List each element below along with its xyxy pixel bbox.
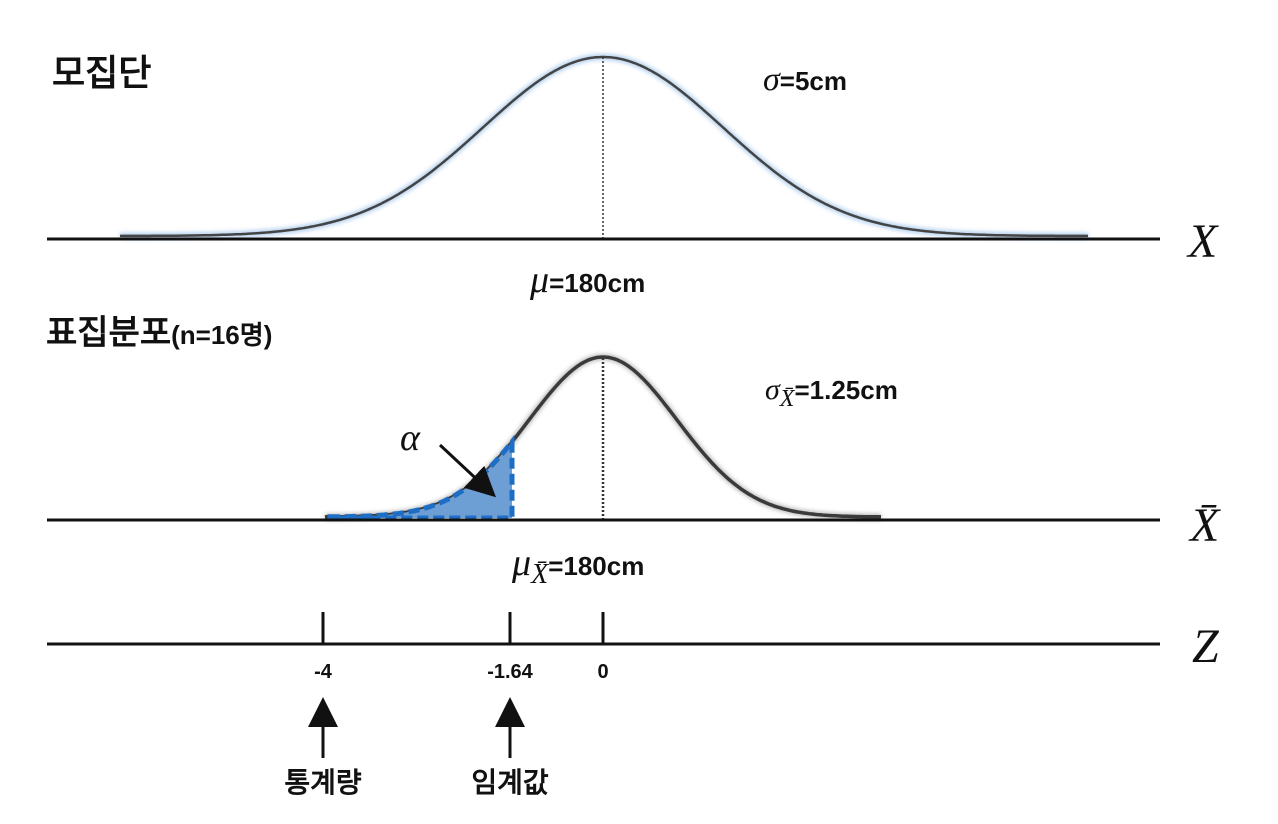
sigma-value: =1.25cm	[794, 375, 897, 405]
population-curve-glow	[120, 54, 1088, 239]
z-axis-label: Z	[1192, 620, 1220, 673]
sampling-title: 표집분포(n=16명)	[46, 313, 272, 353]
population-axis-label: X	[1186, 215, 1219, 268]
sampling-title-suffix: (n=16명)	[171, 320, 272, 350]
population-sigma-label: σ=5cm	[763, 61, 847, 98]
sampling-title-main: 표집분포	[46, 313, 171, 353]
sigma-subscript: X̄	[779, 386, 796, 412]
population-title: 모집단	[52, 53, 151, 94]
population-mu-label: μ=180cm	[529, 259, 645, 301]
mu-symbol: μ	[511, 542, 531, 584]
z-tick-label: 0	[597, 661, 608, 683]
alpha-label: α	[400, 417, 421, 459]
mu-value: =180cm	[549, 268, 645, 298]
sampling-axis-label: X̄	[1188, 499, 1221, 552]
mu-symbol: μ	[529, 259, 549, 301]
z-axis-ticks: -4 -1.64 0	[314, 612, 609, 683]
z-tick-label: -1.64	[487, 661, 533, 683]
statistic-label: 통계량	[284, 766, 362, 799]
z-tick-label: -4	[314, 661, 333, 683]
critical-value-label: 임계값	[471, 766, 549, 799]
sigma-symbol: σ	[765, 373, 781, 406]
sampling-mu-label: μX̄=180cm	[511, 542, 644, 590]
mu-subscript: X̄	[530, 559, 549, 590]
sigma-symbol: σ	[763, 61, 781, 98]
sampling-sigma-label: σX̄=1.25cm	[765, 373, 898, 412]
alpha-arrow	[438, 443, 496, 498]
sigma-value: =5cm	[780, 66, 847, 96]
mu-value: =180cm	[548, 551, 644, 581]
population-curve	[120, 55, 1088, 238]
